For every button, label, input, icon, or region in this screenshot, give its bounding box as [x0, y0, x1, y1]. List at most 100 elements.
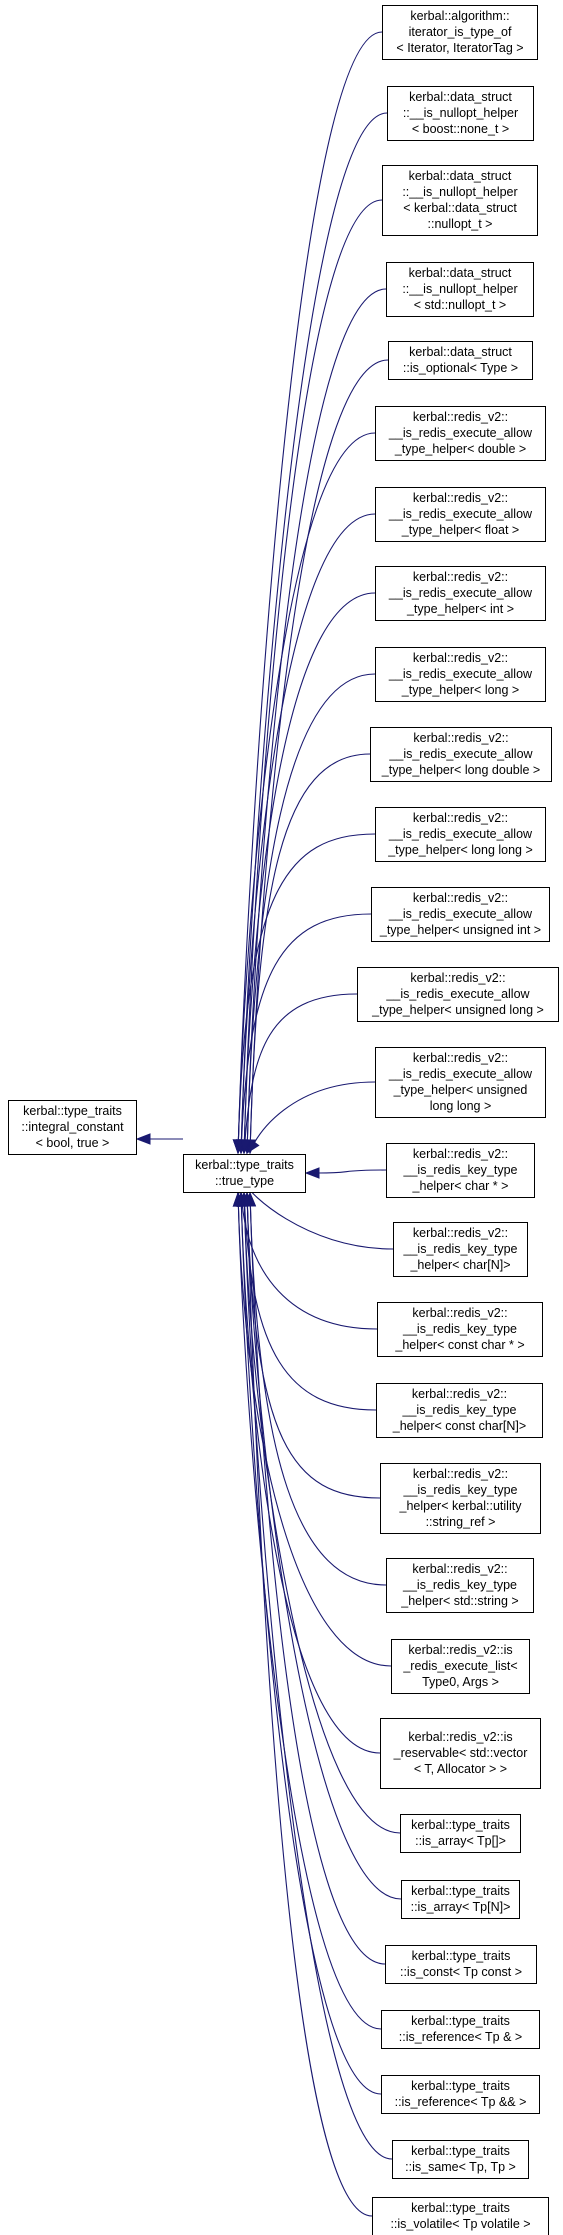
edge-allow_type_unsigned_long_long	[253, 1081, 376, 1144]
node-is_nullopt_helper_std_nullopt_t-box	[386, 262, 534, 317]
node-true_type-label-line: kerbal::type_traits	[195, 1158, 294, 1172]
node-is_nullopt_helper_std_nullopt_t-label-line: kerbal::data_struct	[409, 266, 512, 280]
arrowhead-key_type_char_ptr	[304, 1167, 320, 1179]
node-allow_type_float-label-line: kerbal::redis_v2::	[413, 491, 508, 505]
node-is_optional[interactable]: kerbal::data_struct::is_optional< Type >	[388, 341, 533, 380]
node-is_nullopt_helper_kerbal_nullopt_t-box	[382, 165, 538, 236]
node-key_type_const_char_ptr-label-line: _helper< const char * >	[394, 1338, 524, 1352]
node-true_type-box	[183, 1154, 306, 1193]
node-integral_constant[interactable]: kerbal::type_traits::integral_constant< …	[8, 1100, 137, 1155]
node-is_redis_execute_list[interactable]: kerbal::redis_v2::is_redis_execute_list<…	[391, 1639, 530, 1694]
node-is_volatile-box	[372, 2197, 549, 2235]
node-is_reference_rvalue[interactable]: kerbal::type_traits::is_reference< Tp &&…	[381, 2075, 540, 2114]
edge-allow_type_long	[246, 673, 376, 1142]
node-is_nullopt_helper_none_t-label-line: kerbal::data_struct	[409, 90, 512, 104]
edge-allow_type_unsigned_int	[240, 913, 372, 1142]
node-key_type_char_array[interactable]: kerbal::redis_v2::__is_redis_key_type_he…	[393, 1222, 528, 1277]
node-is_nullopt_helper_none_t[interactable]: kerbal::data_struct::__is_nullopt_helper…	[387, 86, 534, 141]
node-iterator_is_type_of[interactable]: kerbal::algorithm::iterator_is_type_of< …	[382, 5, 538, 60]
node-is_reservable_vector-box	[380, 1718, 541, 1789]
node-allow_type_unsigned_long_long-label-line: long long >	[430, 1099, 492, 1113]
node-is_optional-box	[388, 341, 533, 380]
node-key_type_char_array-label-line: kerbal::redis_v2::	[413, 1226, 508, 1240]
node-allow_type_float[interactable]: kerbal::redis_v2::__is_redis_execute_all…	[375, 487, 546, 542]
node-key_type_std_string-label-line: kerbal::redis_v2::	[412, 1562, 507, 1576]
node-key_type_std_string[interactable]: kerbal::redis_v2::__is_redis_key_type_he…	[386, 1558, 534, 1613]
node-is_nullopt_helper_std_nullopt_t-label-line: ::__is_nullopt_helper	[402, 282, 517, 296]
node-iterator_is_type_of-label-line: iterator_is_type_of	[409, 25, 512, 39]
node-is_array_bounded[interactable]: kerbal::type_traits::is_array< Tp[N]>	[401, 1880, 520, 1919]
node-is_array_bounded-label-line: kerbal::type_traits	[411, 1884, 510, 1898]
node-is_nullopt_helper_kerbal_nullopt_t[interactable]: kerbal::data_struct::__is_nullopt_helper…	[382, 165, 538, 236]
node-is_redis_execute_list-label-line: Type0, Args >	[422, 1675, 499, 1689]
node-is_reservable_vector-label-line: kerbal::redis_v2::is	[408, 1730, 512, 1744]
node-is_nullopt_helper_std_nullopt_t[interactable]: kerbal::data_struct::__is_nullopt_helper…	[386, 262, 534, 317]
node-key_type_const_char_array[interactable]: kerbal::redis_v2::__is_redis_key_type_he…	[376, 1383, 543, 1438]
node-is_same[interactable]: kerbal::type_traits::is_same< Tp, Tp >	[392, 2140, 529, 2179]
node-is_array_unbounded[interactable]: kerbal::type_traits::is_array< Tp[]>	[400, 1814, 521, 1853]
node-key_type_const_char_array-box	[376, 1383, 543, 1438]
node-allow_type_unsigned_int[interactable]: kerbal::redis_v2::__is_redis_execute_all…	[371, 887, 550, 942]
node-allow_type_int[interactable]: kerbal::redis_v2::__is_redis_execute_all…	[375, 566, 546, 621]
edge-key_type_string_ref	[246, 1204, 381, 1499]
node-is_optional-label-line: ::is_optional< Type >	[403, 361, 518, 375]
node-is_reservable_vector[interactable]: kerbal::redis_v2::is_reservable< std::ve…	[380, 1718, 541, 1789]
arrowhead-allow_type_unsigned_long_long	[246, 1138, 260, 1155]
node-is_array_unbounded-label-line: ::is_array< Tp[]>	[415, 1834, 506, 1848]
node-is_nullopt_helper_kerbal_nullopt_t-label-line: ::nullopt_t >	[428, 217, 493, 231]
node-is_array_bounded-label-line: ::is_array< Tp[N]>	[411, 1900, 511, 1914]
node-key_type_const_char_ptr-box	[377, 1302, 543, 1357]
node-is_array_unbounded-label-line: kerbal::type_traits	[411, 1818, 510, 1832]
node-allow_type_long_long-label-line: kerbal::redis_v2::	[413, 811, 508, 825]
node-is_reference_lvalue-label-line: kerbal::type_traits	[411, 2014, 510, 2028]
node-allow_type_int-label-line: __is_redis_execute_allow	[388, 586, 533, 600]
node-allow_type_long-label-line: __is_redis_execute_allow	[388, 667, 533, 681]
node-allow_type_unsigned_int-label-line: _type_helper< unsigned int >	[379, 923, 541, 937]
node-is_volatile[interactable]: kerbal::type_traits::is_volatile< Tp vol…	[372, 2197, 549, 2235]
node-key_type_char_ptr[interactable]: kerbal::redis_v2::__is_redis_key_type_he…	[386, 1143, 535, 1198]
node-is_const-label-line: ::is_const< Tp const >	[400, 1965, 522, 1979]
node-allow_type_double[interactable]: kerbal::redis_v2::__is_redis_execute_all…	[375, 406, 546, 461]
node-allow_type_unsigned_long[interactable]: kerbal::redis_v2::__is_redis_execute_all…	[357, 967, 559, 1022]
node-allow_type_int-box	[375, 566, 546, 621]
node-allow_type_long_double[interactable]: kerbal::redis_v2::__is_redis_execute_all…	[370, 727, 552, 782]
edge-allow_type_float	[240, 513, 376, 1142]
node-is_reference_lvalue[interactable]: kerbal::type_traits::is_reference< Tp & …	[381, 2010, 540, 2049]
node-key_type_string_ref-box	[380, 1463, 541, 1534]
node-key_type_string_ref[interactable]: kerbal::redis_v2::__is_redis_key_type_he…	[380, 1463, 541, 1534]
edge-key_type_const_char_ptr	[241, 1204, 378, 1330]
node-true_type[interactable]: kerbal::type_traits::true_type	[183, 1154, 306, 1193]
node-allow_type_double-label-line: _type_helper< double >	[394, 442, 526, 456]
node-integral_constant-label-line: kerbal::type_traits	[23, 1104, 122, 1118]
node-allow_type_unsigned_long-label-line: _type_helper< unsigned long >	[371, 1003, 544, 1017]
node-allow_type_double-box	[375, 406, 546, 461]
node-is_array_bounded-box	[401, 1880, 520, 1919]
node-true_type-label-line: ::true_type	[215, 1174, 274, 1188]
node-integral_constant-label-line: < bool, true >	[36, 1136, 110, 1150]
node-is_nullopt_helper_none_t-box	[387, 86, 534, 141]
arrowhead-integral-constant	[135, 1133, 151, 1145]
node-key_type_const_char_array-label-line: _helper< const char[N]>	[392, 1419, 526, 1433]
node-key_type_const_char_ptr[interactable]: kerbal::redis_v2::__is_redis_key_type_he…	[377, 1302, 543, 1357]
node-iterator_is_type_of-label-line: kerbal::algorithm::	[410, 9, 509, 23]
edge-is_reference_lvalue	[237, 1204, 382, 2030]
node-key_type_char_ptr-label-line: kerbal::redis_v2::	[413, 1147, 508, 1161]
node-key_type_string_ref-label-line: kerbal::redis_v2::	[413, 1467, 508, 1481]
node-allow_type_long_long[interactable]: kerbal::redis_v2::__is_redis_execute_all…	[375, 807, 546, 862]
node-is_const[interactable]: kerbal::type_traits::is_const< Tp const …	[385, 1945, 537, 1984]
node-allow_type_float-label-line: _type_helper< float >	[401, 523, 519, 537]
node-allow_type_unsigned_long_long[interactable]: kerbal::redis_v2::__is_redis_execute_all…	[375, 1047, 546, 1118]
node-allow_type_long_long-label-line: __is_redis_execute_allow	[388, 827, 533, 841]
node-allow_type_long-label-line: kerbal::redis_v2::	[413, 651, 508, 665]
edge-is_array_unbounded	[243, 1204, 401, 1834]
node-key_type_char_array-label-line: __is_redis_key_type	[403, 1242, 518, 1256]
node-allow_type_unsigned_long-box	[357, 967, 559, 1022]
node-is_reference_rvalue-label-line: ::is_reference< Tp && >	[395, 2095, 527, 2109]
node-allow_type_long[interactable]: kerbal::redis_v2::__is_redis_execute_all…	[375, 647, 546, 702]
node-key_type_const_char_array-label-line: __is_redis_key_type	[402, 1403, 517, 1417]
node-allow_type_int-label-line: kerbal::redis_v2::	[413, 570, 508, 584]
edge-allow_type_double	[237, 432, 376, 1142]
node-key_type_string_ref-label-line: __is_redis_key_type	[403, 1483, 518, 1497]
node-allow_type_unsigned_long_long-label-line: kerbal::redis_v2::	[413, 1051, 508, 1065]
